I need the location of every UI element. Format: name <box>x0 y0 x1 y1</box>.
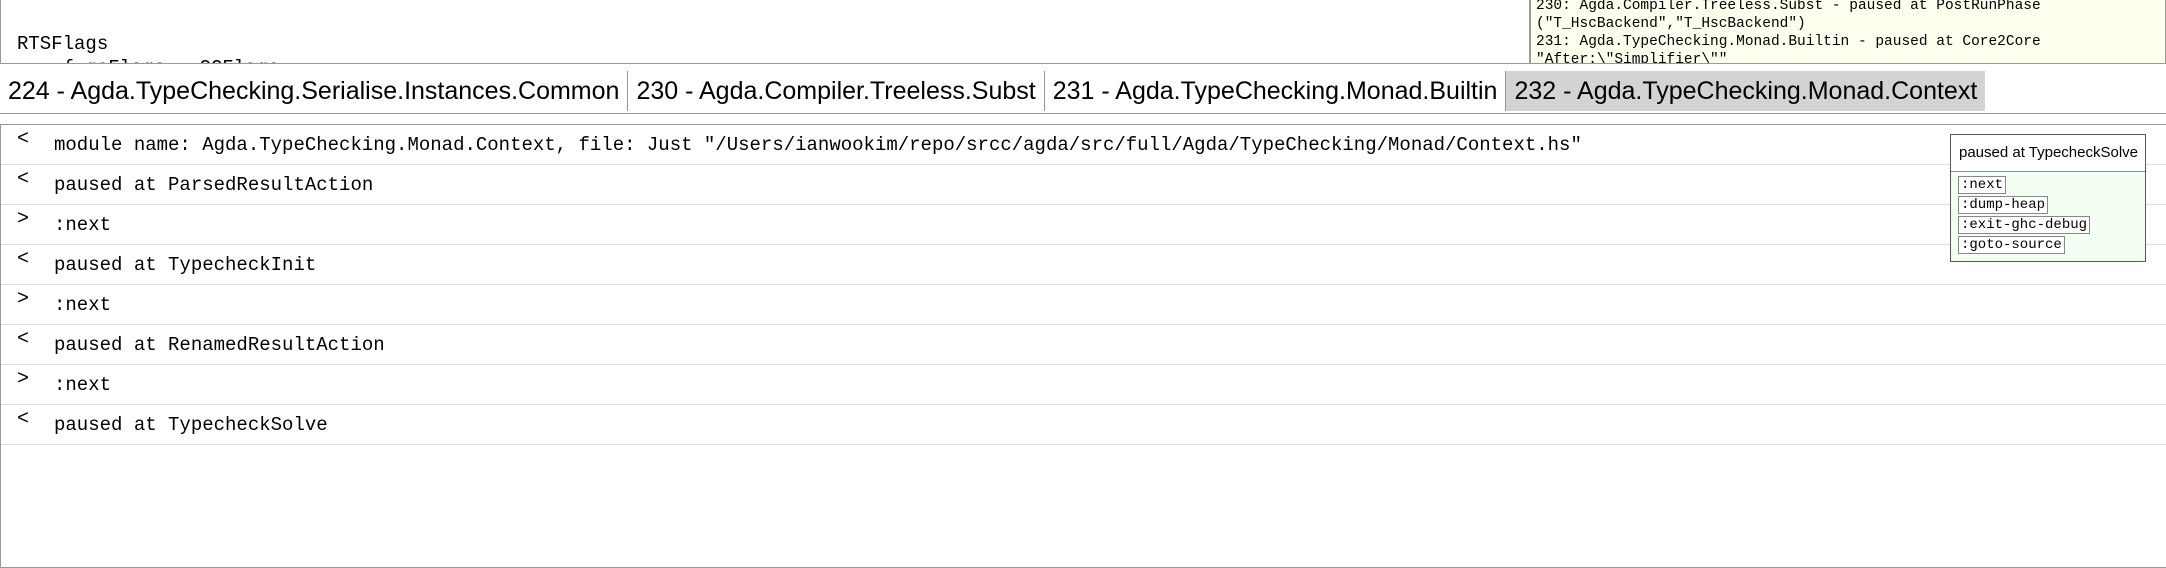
direction-indicator: < <box>17 328 30 351</box>
log-message: paused at ParsedResultAction <box>54 174 374 196</box>
tab-231-monad-builtin[interactable]: 231 - Agda.TypeChecking.Monad.Builtin <box>1043 71 1506 111</box>
module-tab-bar: 224 - Agda.TypeChecking.Serialise.Instan… <box>0 71 1986 111</box>
log-message: :next <box>54 294 112 316</box>
direction-indicator: > <box>17 208 30 231</box>
log-message: paused at TypecheckInit <box>54 254 317 276</box>
direction-indicator: > <box>17 368 30 391</box>
session-list-text: 230: Agda.Compiler.Treeless.Subst - paus… <box>1536 0 2041 64</box>
log-message: :next <box>54 214 112 236</box>
dump-heap-button[interactable]: :dump-heap <box>1958 196 2049 214</box>
log-row: > :next <box>1 285 2166 325</box>
tab-divider <box>0 113 2166 114</box>
command-menu: paused at TypecheckSolve :next :dump-hea… <box>1950 134 2146 262</box>
log-message: paused at RenamedResultAction <box>54 334 385 356</box>
log-row: > :next <box>1 205 2166 245</box>
tab-230-treeless-subst[interactable]: 230 - Agda.Compiler.Treeless.Subst <box>627 71 1044 111</box>
direction-indicator: > <box>17 288 30 311</box>
direction-indicator: < <box>17 248 30 271</box>
log-row: < paused at TypecheckSolve <box>1 405 2166 445</box>
log-row: < paused at TypecheckInit <box>1 245 2166 285</box>
log-row: < paused at RenamedResultAction <box>1 325 2166 365</box>
log-row: < module name: Agda.TypeChecking.Monad.C… <box>1 125 2166 165</box>
tab-224-serialise-instances-common[interactable]: 224 - Agda.TypeChecking.Serialise.Instan… <box>0 71 628 111</box>
log-message: paused at TypecheckSolve <box>54 414 328 436</box>
direction-indicator: < <box>17 408 30 431</box>
tab-232-monad-context[interactable]: 232 - Agda.TypeChecking.Monad.Context <box>1505 71 1986 111</box>
session-list-pane[interactable]: 230: Agda.Compiler.Treeless.Subst - paus… <box>1530 0 2166 64</box>
top-left-output-pane[interactable]: RTSFlags { gcFlags = GCFlags <box>0 0 1530 64</box>
menu-title: paused at TypecheckSolve <box>1951 135 2145 172</box>
direction-indicator: < <box>17 168 30 191</box>
exit-ghc-debug-button[interactable]: :exit-ghc-debug <box>1958 216 2091 234</box>
goto-source-button[interactable]: :goto-source <box>1958 236 2065 254</box>
direction-indicator: < <box>17 128 30 151</box>
log-message: module name: Agda.TypeChecking.Monad.Con… <box>54 134 1582 156</box>
next-button[interactable]: :next <box>1958 176 2007 194</box>
log-row: < paused at ParsedResultAction <box>1 165 2166 205</box>
log-message: :next <box>54 374 112 396</box>
message-log[interactable]: < module name: Agda.TypeChecking.Monad.C… <box>0 124 2166 568</box>
rts-flags-text: RTSFlags { gcFlags = GCFlags <box>17 33 279 63</box>
log-row: > :next <box>1 365 2166 405</box>
